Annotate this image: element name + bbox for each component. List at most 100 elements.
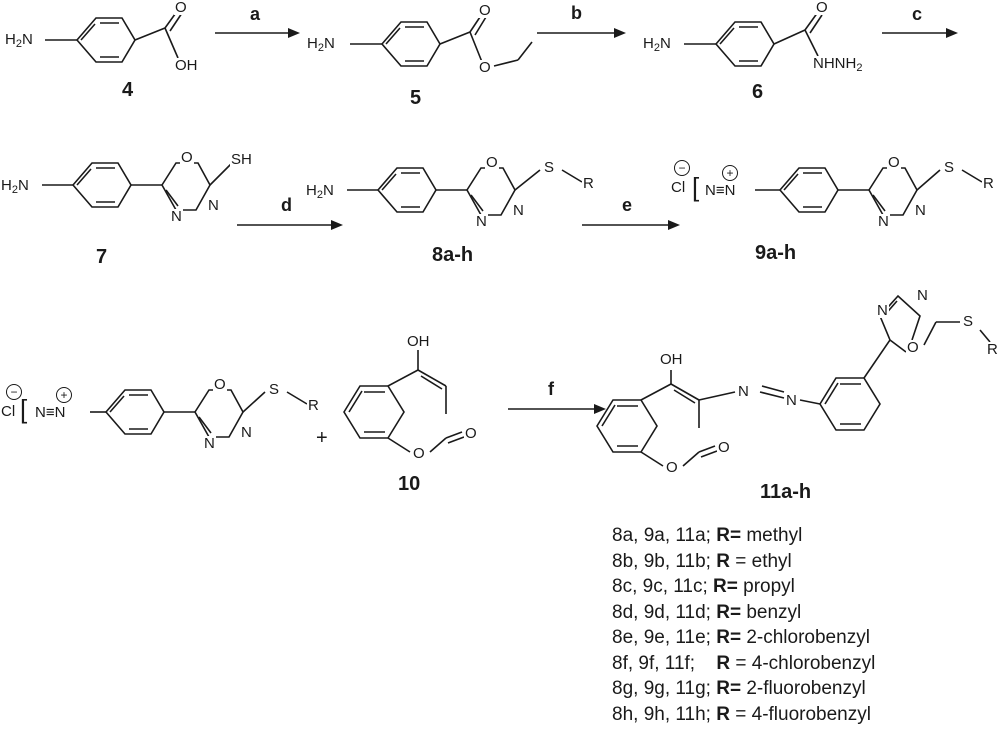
c7-ring-n2: N — [207, 197, 220, 214]
legend-substituent: = 4-fluorobenzyl — [735, 703, 871, 725]
compound-11-number: 11a-h — [760, 481, 812, 503]
c8-ring-n2: N — [512, 202, 525, 219]
legend-r-label: R= — [716, 678, 742, 699]
compound-4-structure — [45, 9, 183, 63]
legend-r-label: R — [716, 703, 730, 725]
c9b-ring-n2: N — [240, 424, 253, 441]
c9b-negative-charge: − — [6, 384, 22, 400]
legend-r-label: R= — [713, 576, 738, 597]
legend-row: 8e, 9e, 11e; R= 2-chlorobenzyl — [612, 627, 875, 653]
c8-amine-label: H2N — [305, 182, 335, 201]
c9-chloride-label: Cl — [670, 179, 687, 196]
legend-row: 8a, 9a, 11a; R= methyl — [612, 525, 875, 551]
c9b-ring-n1: N — [203, 435, 216, 452]
step-c-label: c — [912, 4, 923, 24]
c11-ring-n2: N — [916, 287, 929, 304]
c9-positive-charge: + — [722, 165, 738, 181]
legend-substituent: 2-chlorobenzyl — [746, 627, 870, 648]
legend-row: 8g, 9g, 11g; R= 2-fluorobenzyl — [612, 678, 875, 704]
c11-ring-o: O — [665, 459, 679, 476]
c11-hydroxyl-label: OH — [659, 351, 684, 368]
legend-substituent: propyl — [743, 576, 795, 597]
step-a-label: a — [250, 4, 261, 24]
step-f-label: f — [548, 379, 554, 399]
compound-7-structure — [42, 162, 233, 211]
c9b-diazonium-label: N≡N — [34, 404, 67, 421]
legend-compounds: 8a, 9a, 11a; — [612, 525, 711, 546]
legend-row: 8d, 9d, 11d; R= benzyl — [612, 602, 875, 628]
c5-amine-label: H2N — [306, 35, 336, 54]
c9-negative-charge: − — [674, 160, 690, 176]
c7-ring-n1: N — [170, 208, 183, 225]
c7-thiol-label: SH — [230, 151, 253, 168]
step-b-label: b — [571, 3, 582, 23]
legend-compounds: 8b, 9b, 11b; — [612, 550, 711, 572]
c6-carbonyl-o: O — [815, 0, 829, 16]
c9-ring-n1: N — [877, 213, 890, 230]
legend-substituent: 2-fluorobenzyl — [746, 678, 866, 699]
c11-azo-n2: N — [785, 392, 798, 409]
c9b-sulfur-label: S — [268, 381, 281, 398]
legend-compounds: 8e, 9e, 11e; — [612, 627, 711, 648]
c5-carbonyl-o: O — [478, 2, 492, 19]
c11-sulfur-label: S — [962, 313, 975, 330]
legend-r-label: R= — [716, 627, 742, 648]
compound-9-number: 9a-h — [755, 242, 797, 264]
step-e-label: e — [622, 195, 633, 215]
c10-ring-o: O — [412, 445, 426, 462]
legend-r-label: R= — [716, 525, 742, 546]
c9-r-label: R — [982, 175, 995, 192]
compound-10-structure — [343, 350, 465, 453]
c11-r-label: R — [986, 341, 999, 358]
c9-diazonium-label: N≡N — [704, 182, 737, 199]
c11-carbonyl-o: O — [717, 439, 731, 456]
c4-hydroxyl-label: OH — [174, 57, 199, 74]
compound-6-number: 6 — [752, 81, 764, 103]
legend-compounds: 8f, 9f, 11f; — [612, 652, 696, 674]
c11-ring-n1: N — [876, 302, 889, 319]
legend-compounds: 8h, 9h, 11h; — [612, 703, 711, 725]
c4-carbonyl-o: O — [174, 0, 188, 16]
plus-sign: + — [316, 427, 328, 449]
c5-ester-o: O — [478, 59, 492, 76]
c9-ring-o: O — [887, 154, 901, 171]
legend-row: 8b, 9b, 11b; R = ethyl — [612, 551, 875, 577]
compound-5-structure — [350, 13, 533, 67]
compound-8-number: 8a-h — [432, 244, 474, 266]
legend-r-label: R — [716, 550, 730, 572]
c8-sulfur-label: S — [543, 159, 556, 176]
compound-5-number: 5 — [410, 87, 422, 109]
substituent-legend: 8a, 9a, 11a; R= methyl 8b, 9b, 11b; R = … — [612, 525, 875, 729]
c8-ring-n1: N — [475, 213, 488, 230]
compound-6-structure — [684, 11, 823, 67]
c9-ring-n2: N — [914, 202, 927, 219]
legend-r-label: R= — [716, 601, 742, 623]
c9b-bracket: [ — [20, 394, 28, 424]
c7-ring-o: O — [180, 149, 194, 166]
c9-sulfur-label: S — [943, 159, 956, 176]
compound-7-number: 7 — [96, 246, 108, 268]
legend-compounds: 8c, 9c, 11c; — [612, 576, 708, 597]
reaction-arrows — [215, 28, 958, 414]
compound-11-structure — [596, 294, 991, 467]
legend-compounds: 8d, 9d, 11d; — [612, 601, 711, 623]
legend-r-label: R — [716, 652, 731, 674]
c7-amine-label: H2N — [0, 177, 30, 196]
legend-row: 8f, 9f, 11f; R = 4-chlorobenzyl — [612, 653, 875, 679]
c8-ring-o: O — [485, 154, 499, 171]
legend-row: 8h, 9h, 11h; R = 4-fluorobenzyl — [612, 704, 875, 730]
c11-oxadiazole-o: O — [906, 339, 920, 356]
legend-substituent: methyl — [746, 525, 803, 546]
legend-row: 8c, 9c, 11c; R= propyl — [612, 576, 875, 602]
c6-hydrazide-label: NHNH2 — [812, 55, 864, 74]
c8-r-label: R — [582, 175, 595, 192]
step-d-label: d — [281, 195, 292, 215]
compound-4-number: 4 — [122, 79, 134, 101]
c9b-positive-charge: + — [56, 387, 72, 403]
c9-bracket: [ — [692, 172, 700, 202]
legend-substituent: = ethyl — [735, 550, 792, 572]
legend-compounds: 8g, 9g, 11g; — [612, 678, 711, 699]
legend-substituent: = 4-chlorobenzyl — [735, 652, 876, 674]
